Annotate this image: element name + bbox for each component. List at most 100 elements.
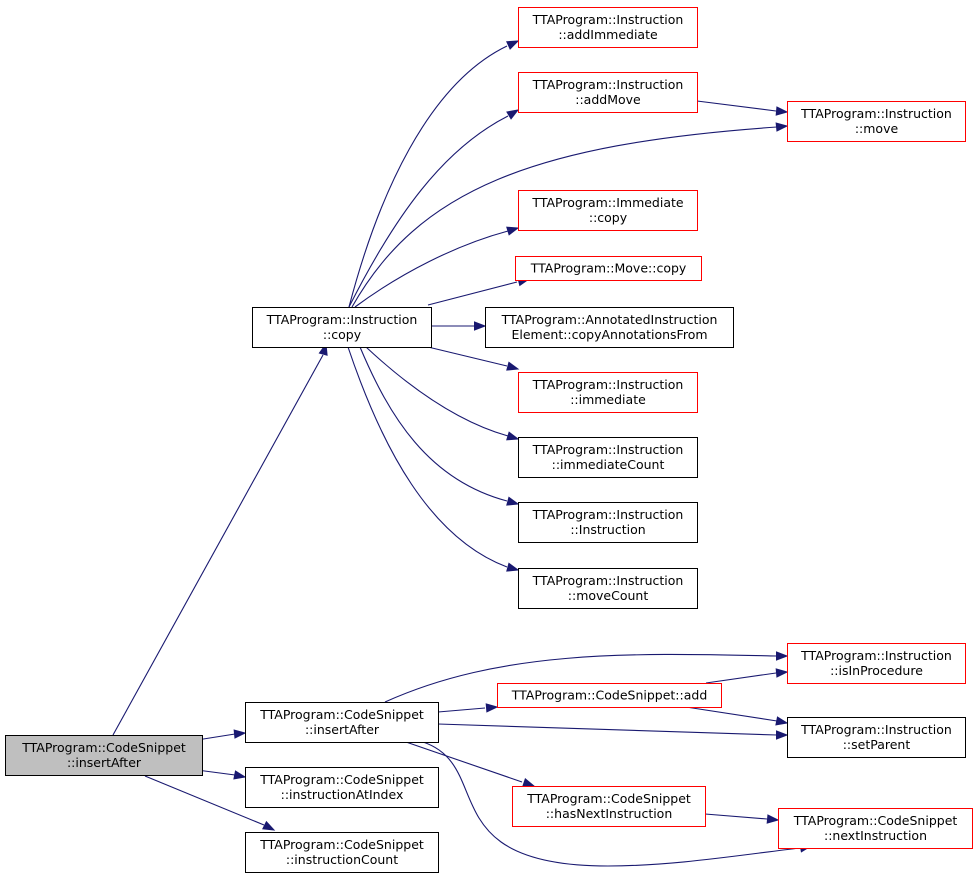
node-box bbox=[518, 502, 698, 543]
node-box bbox=[787, 717, 966, 758]
node-label-line: TTAProgram::CodeSnippet bbox=[526, 791, 691, 806]
node-annot-copy[interactable]: TTAProgram::AnnotatedInstructionElement:… bbox=[485, 307, 734, 348]
node-label-line: ::isInProcedure bbox=[830, 663, 923, 678]
node-label-line: TTAProgram::CodeSnippet bbox=[21, 740, 186, 755]
arrowhead-icon bbox=[474, 321, 487, 331]
edge-cs_insert-to-set_parent bbox=[437, 723, 789, 740]
node-cs-count[interactable]: TTAProgram::CodeSnippet::instructionCoun… bbox=[245, 832, 439, 873]
edge-cs_hasnext-to-next_instr bbox=[704, 813, 780, 824]
node-imm-copy[interactable]: TTAProgram::Immediate::copy bbox=[518, 190, 698, 231]
arrowhead-icon bbox=[233, 729, 247, 739]
node-label-line: TTAProgram::Instruction bbox=[800, 106, 952, 121]
arrowhead-icon bbox=[775, 716, 789, 726]
arrowhead-icon bbox=[506, 226, 520, 236]
node-label-line: ::copy bbox=[589, 210, 628, 225]
node-label-line: ::insertAfter bbox=[67, 755, 142, 770]
arrowhead-icon bbox=[485, 703, 499, 713]
edge-instr_copy-to-imm_count bbox=[365, 346, 520, 441]
edge-root-to-instr_copy bbox=[112, 342, 328, 736]
arrowhead-icon bbox=[506, 361, 520, 371]
node-move-count[interactable]: TTAProgram::Instruction::moveCount bbox=[518, 568, 698, 609]
edge-cs_add-to-in_proc bbox=[705, 668, 789, 684]
edge-instr_copy-to-move_copy bbox=[427, 277, 531, 306]
node-label-line: ::Instruction bbox=[570, 522, 645, 537]
edge-instr_copy-to-immediate bbox=[427, 346, 520, 371]
arrowhead-icon bbox=[776, 730, 789, 740]
node-box bbox=[252, 307, 432, 348]
edge-root-to-cs_insert bbox=[196, 729, 247, 741]
edge-cs_insert-to-cs_add bbox=[437, 703, 499, 713]
node-label-line: TTAProgram::CodeSnippet bbox=[793, 813, 958, 828]
node-box bbox=[512, 786, 706, 827]
node-box bbox=[518, 190, 698, 231]
node-next-instr[interactable]: TTAProgram::CodeSnippet::nextInstruction bbox=[778, 808, 973, 849]
node-label-line: ::immediateCount bbox=[552, 457, 665, 472]
edge-cs_add-to-set_parent bbox=[685, 706, 789, 726]
arrowhead-icon bbox=[775, 668, 789, 678]
node-immediate[interactable]: TTAProgram::Instruction::immediate bbox=[518, 372, 698, 413]
node-label-line: TTAProgram::Instruction bbox=[532, 12, 684, 27]
node-label-line: ::addMove bbox=[575, 92, 641, 107]
node-imm-count[interactable]: TTAProgram::Instruction::immediateCount bbox=[518, 437, 698, 478]
arrowhead-icon bbox=[775, 106, 789, 116]
node-box bbox=[518, 72, 698, 113]
node-label-line: ::copy bbox=[323, 327, 362, 342]
node-label-line: ::instructionAtIndex bbox=[281, 787, 404, 802]
edges-layer bbox=[112, 40, 813, 867]
node-box bbox=[778, 808, 973, 849]
node-add-move[interactable]: TTAProgram::Instruction::addMove bbox=[518, 72, 698, 113]
node-box bbox=[515, 256, 702, 281]
node-label-line: TTAProgram::CodeSnippet bbox=[259, 707, 424, 722]
node-label-line: ::instructionCount bbox=[286, 852, 398, 867]
node-box bbox=[518, 7, 698, 48]
node-box bbox=[245, 767, 439, 808]
node-box bbox=[497, 683, 722, 708]
node-cs-insert[interactable]: TTAProgram::CodeSnippet::insertAfter bbox=[245, 702, 439, 743]
node-label-line: TTAProgram::Instruction bbox=[532, 77, 684, 92]
edge-instr_copy-to-move_count bbox=[347, 346, 520, 572]
node-box bbox=[245, 832, 439, 873]
node-instr-copy[interactable]: TTAProgram::Instruction::copy bbox=[252, 307, 432, 348]
node-label-line: ::immediate bbox=[570, 392, 646, 407]
edge-instr_copy-to-add_move bbox=[348, 109, 520, 308]
node-instr-move[interactable]: TTAProgram::Instruction::move bbox=[787, 101, 966, 142]
node-set-parent[interactable]: TTAProgram::Instruction::setParent bbox=[787, 717, 966, 758]
node-cs-idx[interactable]: TTAProgram::CodeSnippet::instructionAtIn… bbox=[245, 767, 439, 808]
node-label-line: ::move bbox=[855, 121, 899, 136]
node-box bbox=[245, 702, 439, 743]
node-box bbox=[5, 735, 203, 776]
node-label-line: ::hasNextInstruction bbox=[546, 806, 673, 821]
node-box bbox=[518, 437, 698, 478]
node-label-line: ::moveCount bbox=[568, 588, 649, 603]
arrowhead-icon bbox=[506, 562, 520, 572]
node-label-line: TTAProgram::Move::copy bbox=[530, 261, 687, 276]
node-add-imm[interactable]: TTAProgram::Instruction::addImmediate bbox=[518, 7, 698, 48]
edge-instr_copy-to-instr_move bbox=[351, 122, 789, 308]
node-box bbox=[518, 568, 698, 609]
node-label-line: Element::copyAnnotationsFrom bbox=[511, 327, 707, 342]
arrowhead-icon bbox=[262, 820, 276, 831]
node-instr-ctor[interactable]: TTAProgram::Instruction::Instruction bbox=[518, 502, 698, 543]
node-label-line: TTAProgram::AnnotatedInstruction bbox=[501, 312, 718, 327]
arrowhead-icon bbox=[775, 122, 789, 132]
edge-instr_copy-to-annot_copy bbox=[431, 321, 487, 331]
node-cs-add[interactable]: TTAProgram::CodeSnippet::add bbox=[497, 683, 722, 708]
arrowhead-icon bbox=[766, 814, 780, 824]
node-label-line: TTAProgram::Instruction bbox=[800, 648, 952, 663]
edge-root-to-cs_idx bbox=[196, 769, 247, 780]
node-in-proc[interactable]: TTAProgram::Instruction::isInProcedure bbox=[787, 643, 966, 684]
edge-instr_copy-to-imm_copy bbox=[354, 226, 520, 308]
node-root: TTAProgram::CodeSnippet::insertAfter bbox=[5, 735, 203, 776]
nodes-layer: TTAProgram::CodeSnippet::insertAfterTTAP… bbox=[5, 7, 973, 873]
node-label-line: TTAProgram::CodeSnippet::add bbox=[511, 688, 708, 703]
node-cs-hasnext[interactable]: TTAProgram::CodeSnippet::hasNextInstruct… bbox=[512, 786, 706, 827]
node-label-line: ::nextInstruction bbox=[824, 828, 927, 843]
node-box bbox=[787, 101, 966, 142]
node-label-line: TTAProgram::Instruction bbox=[532, 377, 684, 392]
arrowhead-icon bbox=[506, 109, 520, 120]
node-label-line: TTAProgram::Immediate bbox=[531, 195, 683, 210]
node-move-copy[interactable]: TTAProgram::Move::copy bbox=[515, 256, 702, 281]
edge-instr_copy-to-instr_ctor bbox=[359, 346, 520, 506]
node-label-line: ::addImmediate bbox=[558, 27, 658, 42]
node-label-line: TTAProgram::Instruction bbox=[532, 573, 684, 588]
